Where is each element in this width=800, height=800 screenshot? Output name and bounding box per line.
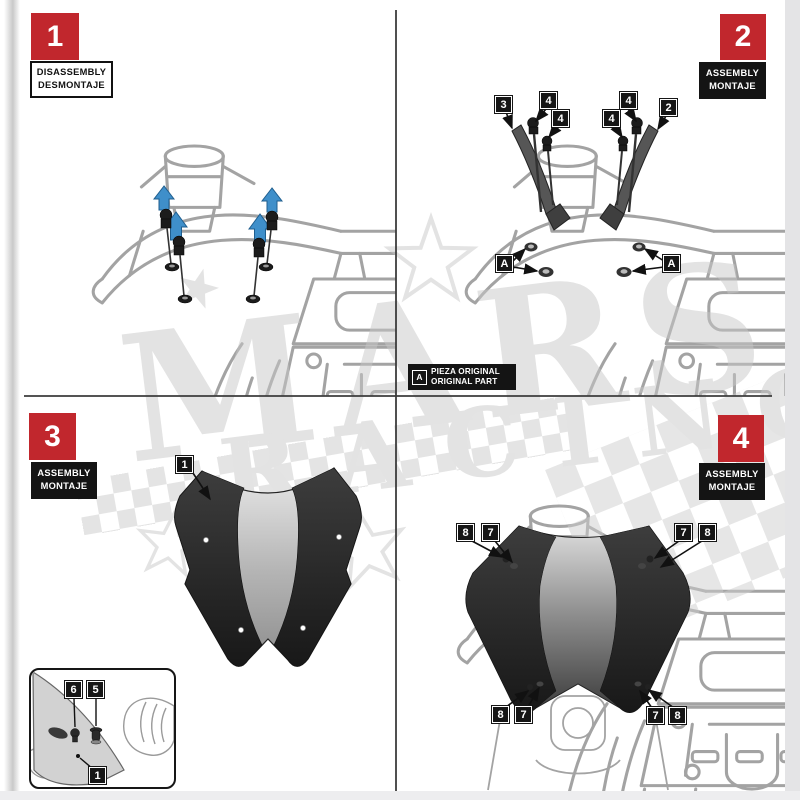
callout-spacer-lr: 8 xyxy=(668,706,687,725)
callout-screw-ll: 7 xyxy=(514,705,533,724)
step-badge-3: 3 xyxy=(29,413,76,460)
callout-screw-ul: 7 xyxy=(481,523,500,542)
quadrant-dividers xyxy=(24,10,772,791)
callout-screw-ur: 7 xyxy=(674,523,693,542)
original-part-line2: ORIGINAL PART xyxy=(431,377,498,386)
watermark-layer: MARS RACING xyxy=(75,218,800,647)
original-part-line1: PIEZA ORIGINAL xyxy=(431,366,500,376)
panel1-label-line1: DISASSEMBLY xyxy=(36,67,107,77)
removed-screws xyxy=(159,208,279,304)
callout-left-bracket: 3 xyxy=(494,95,513,114)
original-part-text: PIEZA ORIGINAL ORIGINAL PART xyxy=(431,367,500,388)
panel3-label-line2: MONTAJE xyxy=(40,481,88,492)
callout-screw-6: 6 xyxy=(64,680,83,699)
panel3-label: ASSEMBLY MONTAJE xyxy=(31,462,97,499)
step-number-3: 3 xyxy=(44,419,61,453)
original-part-badge: A xyxy=(412,369,427,385)
step-number-4: 4 xyxy=(732,421,750,455)
step-number-1: 1 xyxy=(46,19,64,53)
panel2-label-line2: MONTAJE xyxy=(709,81,756,92)
panel4-label: ASSEMBLY MONTAJE xyxy=(699,463,765,500)
panel3-callout-line xyxy=(190,469,211,501)
panel4-callout-lines xyxy=(471,540,703,709)
step-badge-2: 2 xyxy=(720,14,766,60)
callout-bolt-1: 4 xyxy=(539,91,558,110)
callout-windscreen-inset: 1 xyxy=(88,766,107,785)
step-number-2: 2 xyxy=(734,20,752,53)
callout-spacer-ul: 8 xyxy=(456,523,475,542)
panel1-label-line2: DESMONTAJE xyxy=(38,80,105,91)
panel4-label-line2: MONTAJE xyxy=(708,482,756,493)
callout-windscreen: 1 xyxy=(175,455,194,474)
callout-spacer-ll: 8 xyxy=(491,705,510,724)
original-part-legend: A PIEZA ORIGINAL ORIGINAL PART xyxy=(408,364,516,390)
panel3-label-line1: ASSEMBLY xyxy=(37,468,91,478)
panel2-label: ASSEMBLY MONTAJE xyxy=(699,62,766,99)
inset-detail-art xyxy=(31,670,174,786)
panel1-label: DISASSEMBLY DESMONTAJE xyxy=(30,61,113,98)
mounted-windscreen-graphic xyxy=(465,525,691,713)
panel2-callout-lines xyxy=(502,107,670,275)
panel2-label-line1: ASSEMBLY xyxy=(705,68,760,78)
step-badge-4: 4 xyxy=(718,415,764,462)
inset-detail-frame xyxy=(29,668,176,789)
callout-bolt-4: 4 xyxy=(619,91,638,110)
callout-bolt-3: 4 xyxy=(602,109,621,128)
original-grommets xyxy=(524,242,646,277)
step-badge-1: 1 xyxy=(31,13,79,60)
callout-screw-lr: 7 xyxy=(646,706,665,725)
callout-original-right: A xyxy=(662,254,681,273)
callout-bolt-2: 4 xyxy=(551,109,570,128)
callout-right-bracket: 2 xyxy=(659,98,678,117)
bike-line-art-panel-4 xyxy=(458,506,800,800)
callout-spacer-ur: 8 xyxy=(698,523,717,542)
callout-original-left: A xyxy=(495,254,514,273)
panel4-label-line1: ASSEMBLY xyxy=(705,469,759,479)
windscreen-brackets xyxy=(511,117,659,277)
windscreen-graphic xyxy=(174,467,362,667)
callout-wellnut-5: 5 xyxy=(86,680,105,699)
page-edge-bottom xyxy=(0,791,800,800)
